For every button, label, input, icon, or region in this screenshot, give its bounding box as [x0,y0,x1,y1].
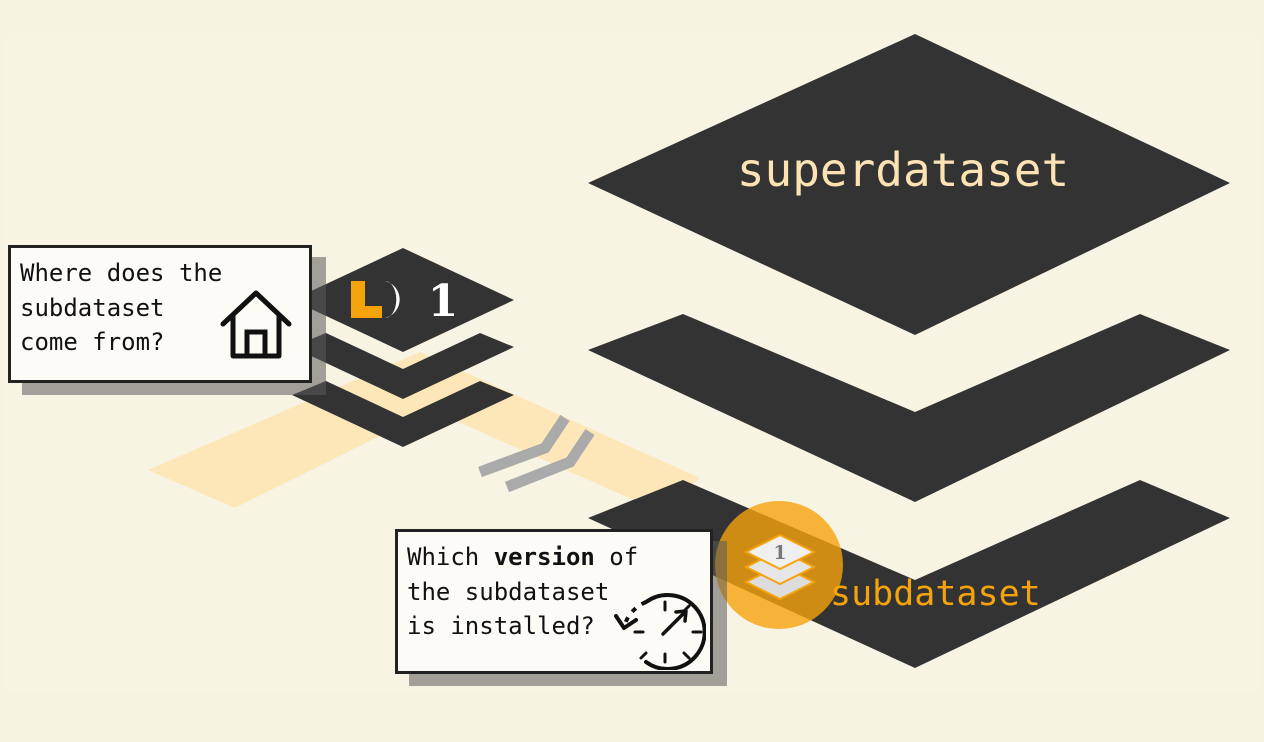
version-callout-line-3: is installed? [407,612,595,640]
version-callout-line-1-start: Which [407,543,494,571]
superdataset-layer-top [588,34,1230,335]
datalad-logo-icon [351,281,400,318]
origin-callout-line-3: come from? [20,328,165,356]
version-callout: Which version of the subdataset is insta… [395,529,713,674]
version-callout-line-1-end: of [594,543,639,571]
small-dataset-stack: 1 [292,248,514,447]
subdataset-badge-number: 1 [773,542,786,564]
small-dataset-number: 1 [428,276,459,327]
home-icon [220,290,292,359]
superdataset-label: superdataset [737,143,1069,197]
version-callout-line-2: the subdataset [407,577,610,606]
origin-callout-line-1: Where does the [20,259,223,287]
subdataset-badge: 1 [715,501,843,629]
superdataset-layer-middle [588,314,1230,502]
subdataset-label: subdataset [830,574,1041,614]
small-layer-top [292,248,514,352]
small-layer-middle [292,333,514,399]
small-layer-bottom [292,381,514,447]
version-callout-line-1: Which version of [407,540,710,575]
origin-callout-line-2: subdataset [20,293,165,322]
link-band [148,352,700,512]
clock-history-icon [614,593,706,670]
layers-icon [743,533,817,601]
link-chevrons [478,414,595,493]
origin-callout: Where does the subdataset come from? [8,245,312,383]
version-keyword: version [493,543,595,571]
